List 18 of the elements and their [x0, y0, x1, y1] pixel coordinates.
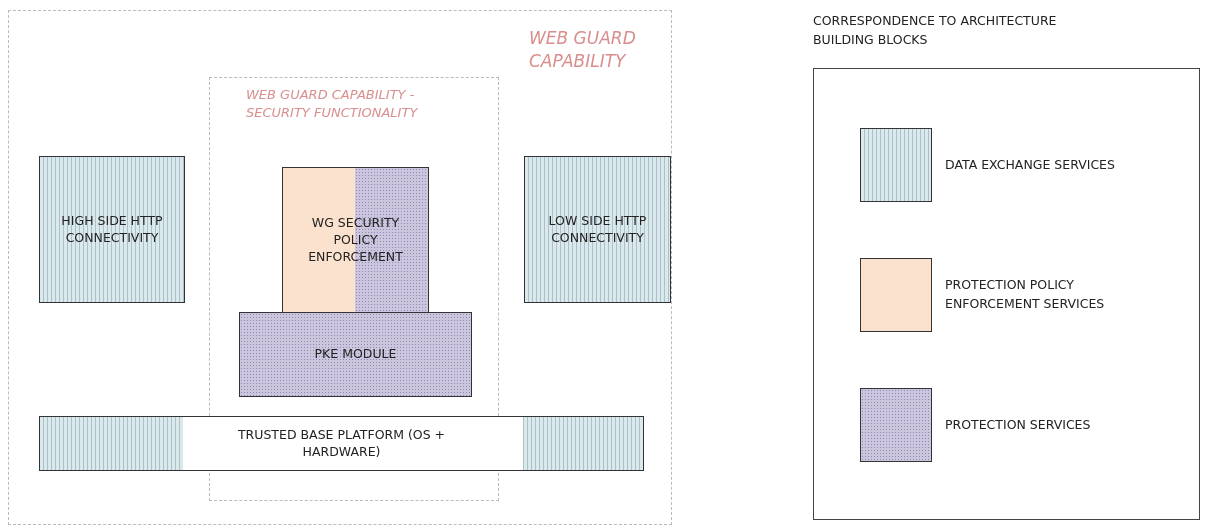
component-label: WG SECURITY POLICY ENFORCEMENT: [307, 215, 404, 266]
component-label: TRUSTED BASE PLATFORM (OS + HARDWARE): [236, 426, 446, 461]
group-title: WEB GUARD CAPABILITY: [529, 27, 637, 73]
dashed-group-box: [209, 77, 499, 501]
component-box: [39, 156, 185, 303]
legend-text: PROTECTION SERVICES: [945, 415, 1092, 434]
legend-text: DATA EXCHANGE SERVICES: [945, 155, 1116, 174]
platform-bar: [39, 416, 644, 471]
component-label: LOW SIDE HTTP CONNECTIVITY: [547, 212, 648, 247]
group-title: WEB GUARD CAPABILITY - SECURITY FUNCTIONALITY: [246, 86, 419, 122]
component-box: [282, 167, 429, 314]
component-label: PKE MODULE: [314, 346, 397, 363]
legend-text: PROTECTION POLICY ENFORCEMENT SERVICES: [945, 276, 1106, 313]
dashed-group-box: [8, 10, 672, 525]
component-label: HIGH SIDE HTTP CONNECTIVITY: [60, 212, 164, 247]
component-box: [524, 156, 671, 303]
component-box: [239, 312, 472, 397]
legend-heading: CORRESPONDENCE TO ARCHITECTURE BUILDING BLOCKS: [813, 12, 1058, 49]
